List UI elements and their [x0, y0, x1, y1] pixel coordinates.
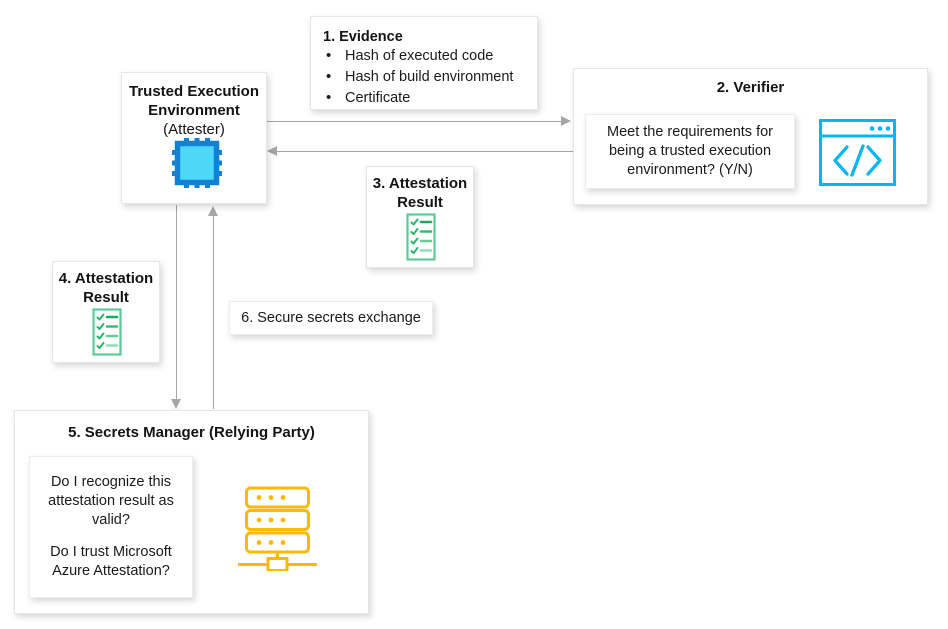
- evidence-heading: 1. Evidence: [323, 29, 403, 45]
- arrow-attester-to-verifier-head: [561, 116, 571, 126]
- arrow-attester-to-secrets-manager-line: [175, 205, 177, 399]
- arrow-secrets-manager-to-attester-head: [208, 206, 218, 216]
- arrow-verifier-to-attester-head: [267, 146, 277, 156]
- secrets-manager-question-1: Do I recognize this attestation result a…: [48, 474, 174, 529]
- attestation-result-4-callout: 4. Attestation Result: [52, 261, 160, 363]
- cpu-chip-icon: [172, 138, 222, 188]
- verifier-question-text: Meet the requirements for being a truste…: [606, 123, 774, 179]
- evidence-list: Hash of executed code Hash of build envi…: [323, 45, 527, 109]
- arrow-verifier-to-attester-line: [277, 150, 573, 152]
- arrow-attester-to-secrets-manager-head: [171, 399, 181, 409]
- attestation-result-3-line-2: Result: [397, 193, 443, 211]
- arrow-secrets-manager-to-attester-line: [212, 216, 214, 409]
- code-window-icon: [819, 119, 896, 186]
- checklist-icon: [401, 213, 441, 261]
- node-secrets-manager: 5. Secrets Manager (Relying Party) Do I …: [14, 410, 369, 614]
- attestation-result-4-line-1: 4. Attestation: [58, 270, 154, 287]
- evidence-item: Hash of executed code: [323, 45, 527, 67]
- verifier-title-wrap: 2. Verifier: [574, 79, 927, 98]
- checklist-icon: [87, 308, 127, 356]
- secrets-manager-title-wrap: 5. Secrets Manager (Relying Party): [15, 424, 368, 443]
- evidence-callout: 1. Evidence Hash of executed code Hash o…: [310, 16, 538, 110]
- attester-title-line-1: Trusted Execution: [128, 83, 260, 100]
- attestation-result-3-line-1: 3. Attestation: [372, 175, 468, 192]
- node-verifier: 2. Verifier Meet the requirements for be…: [573, 68, 928, 205]
- evidence-item: Certificate: [323, 87, 527, 109]
- verifier-question-callout: Meet the requirements for being a truste…: [585, 114, 795, 189]
- attestation-result-4-title: 4. Attestation Result: [53, 270, 159, 308]
- secrets-manager-title: 5. Secrets Manager (Relying Party): [68, 424, 315, 441]
- secure-secrets-exchange-label: 6. Secure secrets exchange: [241, 310, 421, 326]
- attester-title-line-2: Environment: [148, 101, 240, 119]
- node-trusted-execution-environment: Trusted Execution Environment (Attester): [121, 72, 267, 204]
- secrets-manager-question-2: Do I trust Microsoft Azure Attestation?: [50, 543, 172, 579]
- server-rack-icon: [237, 486, 319, 572]
- attester-title-line-3: (Attester): [163, 120, 225, 138]
- attestation-result-3-callout: 3. Attestation Result: [366, 166, 474, 268]
- verifier-title: 2. Verifier: [716, 79, 785, 96]
- secure-secrets-exchange-callout: 6. Secure secrets exchange: [229, 301, 433, 335]
- evidence-item: Hash of build environment: [323, 66, 527, 88]
- attestation-result-3-title: 3. Attestation Result: [367, 175, 473, 213]
- attestation-result-4-line-2: Result: [83, 288, 129, 306]
- arrow-attester-to-verifier-line: [267, 120, 561, 122]
- attester-title: Trusted Execution Environment (Attester): [122, 83, 266, 139]
- secrets-manager-question-callout: Do I recognize this attestation result a…: [29, 456, 193, 598]
